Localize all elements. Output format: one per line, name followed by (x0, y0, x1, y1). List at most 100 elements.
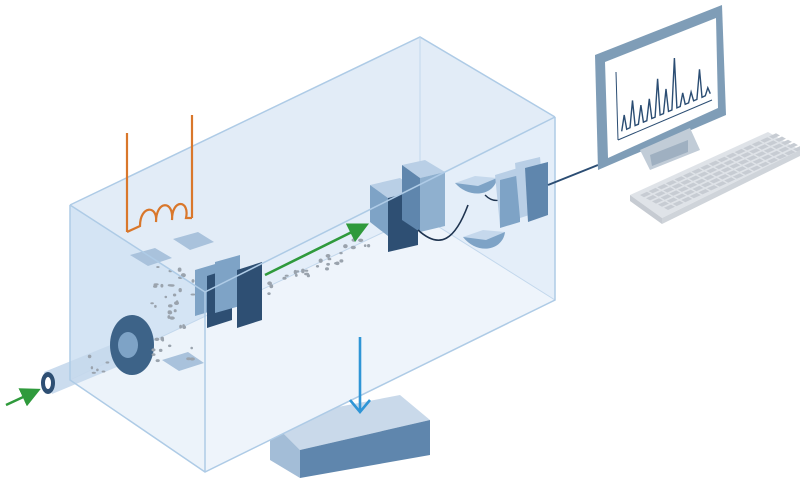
keyboard-key (752, 158, 764, 164)
particle (358, 238, 364, 242)
sample-inlet-arrow (5, 388, 41, 407)
keyboard-key (654, 191, 666, 197)
keyboard-key (708, 160, 720, 166)
keyboard-key (781, 139, 792, 146)
particle (282, 276, 287, 280)
keyboard-key (691, 168, 703, 174)
keyboard-key (757, 144, 769, 150)
particle (339, 259, 344, 263)
particle (190, 293, 196, 296)
keyboard-key (666, 197, 678, 203)
particle (160, 336, 164, 341)
keyboard-key (660, 194, 672, 200)
keyboard-key (683, 172, 694, 178)
particle (327, 254, 330, 259)
pump-arrow (349, 337, 371, 415)
keyboard-key (703, 174, 715, 181)
sample-inlet-icon (41, 315, 154, 394)
keyboard-key (672, 200, 684, 207)
particle (154, 304, 157, 308)
particle (327, 257, 332, 261)
keyboard-key (769, 133, 780, 139)
keyboard-key (749, 148, 761, 154)
filament-coil-icon (125, 115, 194, 233)
particle (335, 261, 340, 266)
keyboard-key (695, 178, 706, 185)
particle (155, 359, 160, 363)
keyboard-key (775, 153, 787, 160)
keyboard-key (738, 159, 749, 165)
chamber-front-edges (69, 116, 556, 473)
keyboard-key (681, 196, 693, 203)
particle (315, 265, 320, 268)
keyboard-key (726, 170, 738, 176)
keyboard-key (646, 195, 657, 201)
particle (177, 267, 182, 272)
particle (190, 346, 193, 350)
keyboard-key (787, 142, 798, 149)
particle (326, 262, 330, 266)
particle (164, 295, 168, 299)
keyboard-key (669, 190, 681, 196)
keyboard-key (793, 146, 800, 152)
keyboard-key (701, 181, 712, 188)
keyboard-key (697, 171, 709, 177)
particle (182, 324, 186, 328)
keyboard-key (740, 152, 752, 158)
particle (154, 337, 160, 341)
particle (167, 315, 171, 319)
particle (156, 266, 160, 268)
keyboard-key (743, 145, 755, 151)
particle (173, 309, 177, 313)
accelerator-plates-icon (195, 255, 262, 328)
particle (363, 244, 367, 248)
keyboard-key (746, 155, 758, 161)
keyboard-key (665, 180, 677, 186)
keyboard-key (750, 165, 761, 171)
particle (339, 251, 343, 255)
particle (167, 310, 172, 313)
particle-cloud (87, 238, 371, 374)
keyboard-key (640, 191, 651, 198)
particle (284, 274, 289, 277)
computer-monitor-icon (595, 5, 726, 170)
particle (90, 366, 94, 370)
keyboard-key (718, 174, 730, 180)
particle (105, 361, 110, 364)
particle (191, 279, 195, 283)
particle (343, 244, 348, 249)
keyboard-key (767, 157, 779, 164)
particle (351, 238, 357, 242)
particle (151, 348, 156, 352)
particle (189, 357, 195, 361)
keyboard-key (735, 166, 747, 172)
keyboard-key (784, 150, 796, 156)
particle (180, 273, 186, 278)
particle (367, 244, 371, 248)
keyboard-key (658, 201, 669, 207)
data-cable (547, 164, 599, 186)
particle (160, 283, 164, 288)
keyboard-key (723, 159, 735, 166)
particle (169, 284, 173, 287)
keyboard-key (680, 179, 692, 185)
keyboard-key (648, 187, 660, 194)
keyboard-key (717, 156, 729, 163)
keyboard-key (675, 193, 687, 199)
particle (158, 348, 163, 352)
particle (267, 292, 271, 295)
keyboard-key (761, 154, 773, 160)
particle (96, 368, 99, 372)
keyboard-key (715, 181, 727, 187)
keyboard-key (726, 152, 737, 159)
keyboard-key (698, 189, 710, 195)
keyboard-key (724, 177, 736, 183)
keyboard-key (700, 164, 712, 170)
keyboard-key (714, 163, 726, 170)
keyboard-key (692, 185, 704, 192)
particle (293, 269, 298, 275)
keyboard-key (763, 147, 775, 153)
particle (101, 370, 106, 373)
particle (151, 353, 156, 356)
